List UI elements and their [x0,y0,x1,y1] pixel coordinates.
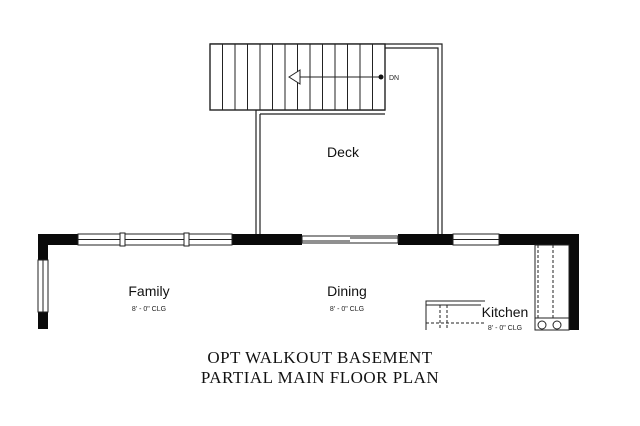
ceiling-height-family: 8' - 0" CLG [132,306,166,313]
room-label-dining: Dining [327,283,367,299]
room-label-kitchen: Kitchen [482,304,529,320]
deck-stairs: DN [209,43,399,111]
stair-direction-label: DN [389,75,399,82]
kitchen-cabinets [425,244,570,331]
stair-start-dot [378,74,384,80]
windows [37,232,500,313]
caption-line-2: PARTIAL MAIN FLOOR PLAN [200,368,440,387]
stair-arrow-icon [288,69,301,85]
caption-line-1: OPT WALKOUT BASEMENT [207,348,433,367]
room-label-deck: Deck [327,144,360,160]
ceiling-height-kitchen: 8' - 0" CLG [488,325,522,332]
room-label-family: Family [128,283,169,299]
exterior-walls [38,234,579,330]
ceiling-height-dining: 8' - 0" CLG [330,306,364,313]
sliding-door [301,235,399,244]
